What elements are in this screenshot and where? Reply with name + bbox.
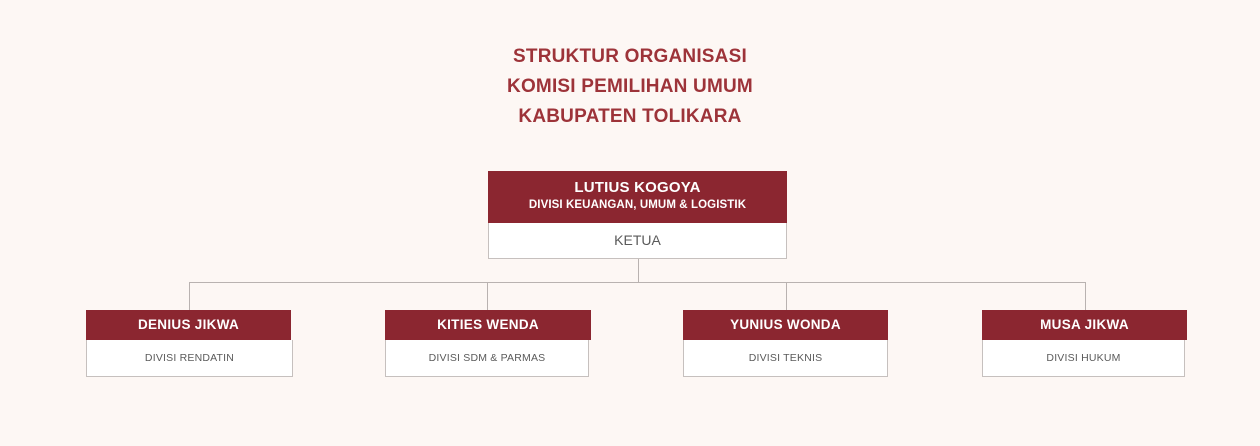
connector-drop-2 bbox=[487, 282, 488, 311]
chart-title: STRUKTUR ORGANISASI KOMISI PEMILIHAN UMU… bbox=[0, 42, 1260, 132]
title-line-1: STRUKTUR ORGANISASI bbox=[513, 46, 747, 67]
org-node-child-4-role: DIVISI HUKUM bbox=[1046, 352, 1121, 364]
org-node-child-1-role: DIVISI RENDATIN bbox=[144, 352, 235, 364]
org-node-child-3-role: DIVISI TEKNIS bbox=[748, 352, 823, 364]
org-node-child-3-name: YUNIUS WONDA bbox=[730, 317, 841, 332]
org-node-root[interactable]: LUTIUS KOGOYA DIVISI KEUANGAN, UMUM & LO… bbox=[488, 171, 787, 259]
org-node-child-2-role: DIVISI SDM & PARMAS bbox=[428, 352, 546, 364]
org-node-child-3-header: YUNIUS WONDA bbox=[683, 310, 888, 340]
title-line-3: KABUPATEN TOLIKARA bbox=[518, 106, 742, 127]
org-node-root-header: LUTIUS KOGOYA DIVISI KEUANGAN, UMUM & LO… bbox=[488, 171, 787, 223]
connector-drop-4 bbox=[1085, 282, 1086, 311]
connector-drop-1 bbox=[189, 282, 190, 311]
org-node-child-2[interactable]: KITIES WENDA DIVISI SDM & PARMAS bbox=[385, 310, 591, 377]
title-line-2: KOMISI PEMILIHAN UMUM bbox=[507, 76, 753, 97]
org-node-child-3-body: DIVISI TEKNIS bbox=[683, 340, 888, 377]
org-node-child-1[interactable]: DENIUS JIKWA DIVISI RENDATIN bbox=[86, 310, 293, 377]
org-node-child-4-header: MUSA JIKWA bbox=[982, 310, 1187, 340]
org-node-child-2-name: KITIES WENDA bbox=[437, 317, 539, 332]
org-node-child-1-header: DENIUS JIKWA bbox=[86, 310, 291, 340]
org-node-child-2-body: DIVISI SDM & PARMAS bbox=[385, 340, 589, 377]
org-node-child-4[interactable]: MUSA JIKWA DIVISI HUKUM bbox=[982, 310, 1187, 377]
connector-drop-3 bbox=[786, 282, 787, 311]
org-node-child-1-body: DIVISI RENDATIN bbox=[86, 340, 293, 377]
org-node-child-4-body: DIVISI HUKUM bbox=[982, 340, 1185, 377]
org-node-child-3[interactable]: YUNIUS WONDA DIVISI TEKNIS bbox=[683, 310, 888, 377]
org-node-root-division: DIVISI KEUANGAN, UMUM & LOGISTIK bbox=[528, 199, 747, 211]
connector-horizontal-bus bbox=[189, 282, 1086, 283]
connector-root-stem bbox=[638, 259, 639, 283]
org-node-root-role: KETUA bbox=[614, 232, 661, 248]
org-node-child-4-name: MUSA JIKWA bbox=[1040, 317, 1129, 332]
org-node-child-1-name: DENIUS JIKWA bbox=[137, 317, 240, 332]
org-node-root-name: LUTIUS KOGOYA bbox=[574, 179, 701, 196]
org-node-child-2-header: KITIES WENDA bbox=[385, 310, 591, 340]
org-node-root-body: KETUA bbox=[488, 223, 787, 259]
